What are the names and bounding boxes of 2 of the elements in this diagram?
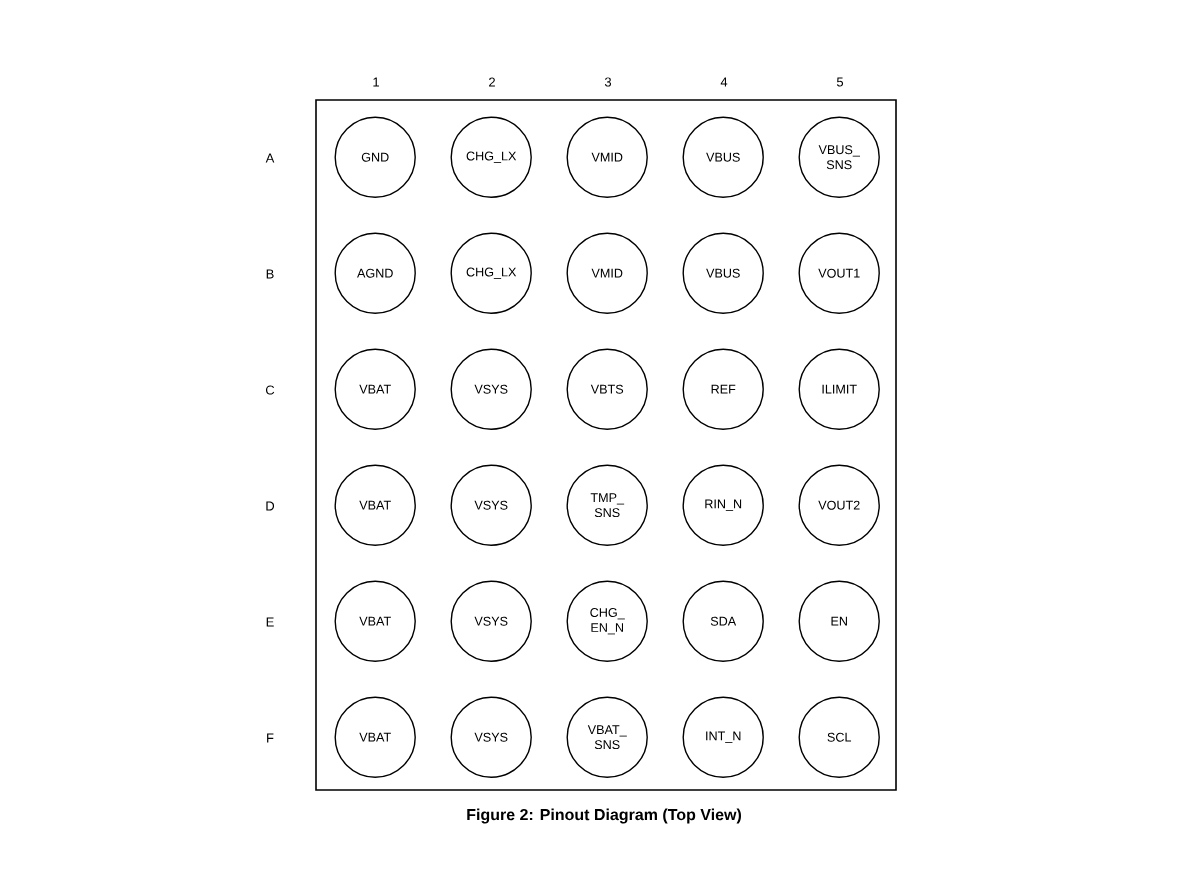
caption: Figure 2: Pinout Diagram (Top View) [467,808,741,824]
package-outline [315,99,897,791]
